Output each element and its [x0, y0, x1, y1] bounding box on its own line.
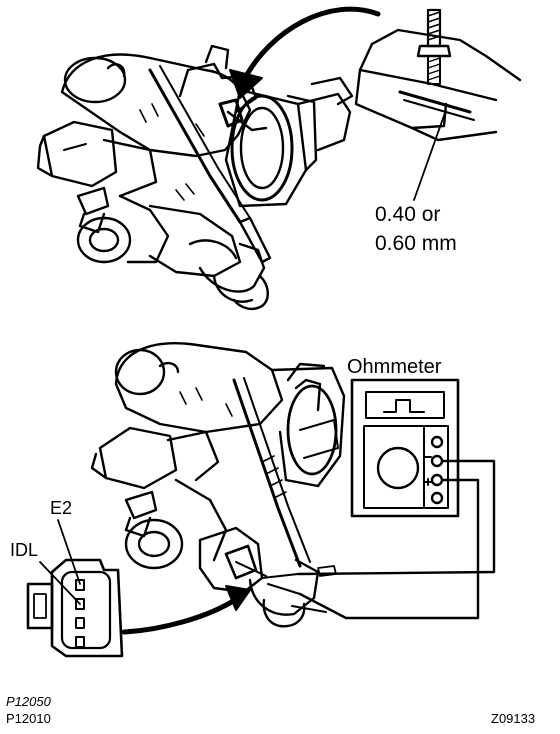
terminal-e2-label: E2: [50, 498, 73, 518]
callout-arrow-bottom: [121, 585, 251, 635]
terminal-idl-label: IDL: [10, 540, 39, 560]
terminal-leaders: [39, 519, 81, 605]
bottom-ref-code: P12010: [6, 711, 51, 726]
callout-arrow-top: [229, 6, 381, 99]
gap-label-line1: 0.40 or: [375, 203, 441, 226]
throttle-body-top: [36, 44, 354, 311]
top-ref-code: P12050: [6, 694, 51, 709]
test-leads: [261, 459, 496, 620]
sensor-connector: [26, 558, 124, 658]
stopper-screw-detail: [354, 8, 522, 201]
gap-label-line2: 0.60 mm: [375, 232, 457, 255]
ohmmeter: [350, 378, 460, 518]
throttle-body-bottom: [90, 342, 346, 628]
figure-id: Z09133: [491, 711, 536, 726]
ohmmeter-label: Ohmmeter: [347, 356, 442, 378]
